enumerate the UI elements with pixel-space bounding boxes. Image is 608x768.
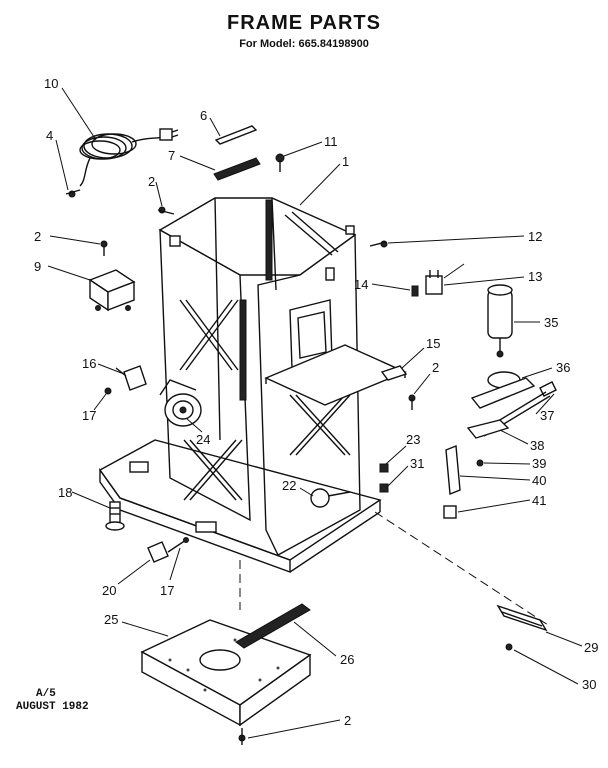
page-number: A/5 <box>36 688 56 700</box>
caster-screw <box>167 537 189 553</box>
base-pan <box>98 439 382 574</box>
callout-39: 39 <box>532 456 546 471</box>
top-strip <box>214 125 258 145</box>
mounting-bracket <box>88 269 136 312</box>
screw-bottom <box>238 728 246 745</box>
page-title: FRAME PARTS <box>227 12 381 34</box>
callout-35: 35 <box>544 315 558 330</box>
callout-14: 14 <box>354 277 368 292</box>
nut-lower <box>379 483 389 493</box>
callout-4: 4 <box>46 128 53 143</box>
drain-knob <box>310 488 351 508</box>
callout-31: 31 <box>410 456 424 471</box>
callout-9: 9 <box>34 259 41 274</box>
leader-lines <box>47 87 583 739</box>
switch-assembly <box>425 270 443 295</box>
model-subtitle: For Model: 665.84198900 <box>239 38 369 50</box>
callout-22: 22 <box>282 478 296 493</box>
screw-shelf <box>408 394 416 410</box>
cap-strip <box>213 157 261 181</box>
bottom-cover <box>140 619 312 727</box>
callout-2-shelf: 2 <box>432 360 439 375</box>
callout-13: 13 <box>528 269 542 284</box>
callout-36: 36 <box>556 360 570 375</box>
cabinet-frame <box>158 197 407 556</box>
callout-2-bottom: 2 <box>344 713 351 728</box>
power-cord <box>79 128 179 187</box>
callout-26: 26 <box>340 652 354 667</box>
pump-housing <box>470 371 536 409</box>
screw-top-left <box>157 206 175 215</box>
callout-23: 23 <box>406 432 420 447</box>
callout-7: 7 <box>168 148 175 163</box>
pump-plate <box>466 419 510 439</box>
pump-link <box>445 445 461 495</box>
switch-clip <box>411 285 419 297</box>
pump-screw <box>476 459 484 467</box>
callout-38: 38 <box>530 438 544 453</box>
callout-41: 41 <box>532 493 546 508</box>
leveling-leg <box>105 501 125 531</box>
nut-upper <box>379 463 389 473</box>
side-rail <box>496 604 548 632</box>
callout-1: 1 <box>342 154 349 169</box>
wire-clip <box>380 365 408 381</box>
callout-11: 11 <box>324 134 338 149</box>
callout-18: 18 <box>58 485 72 500</box>
callout-labels: 10 4 6 7 11 1 2 2 12 9 14 13 35 15 2 16 … <box>34 76 598 728</box>
side-switch <box>115 365 147 391</box>
screw-side-switch <box>104 387 112 395</box>
rail-screw <box>505 643 513 651</box>
mechanism-plate <box>235 603 311 649</box>
callout-25: 25 <box>104 612 118 627</box>
screw-bracket <box>100 240 108 256</box>
callout-17-side: 17 <box>82 408 96 423</box>
pump-nut <box>443 505 457 519</box>
callout-24: 24 <box>196 432 210 447</box>
callout-17-caster: 17 <box>160 583 174 598</box>
publication-date: AUGUST 1982 <box>16 701 89 713</box>
callout-6: 6 <box>200 108 207 123</box>
callout-2-top: 2 <box>148 174 155 189</box>
screw-top <box>275 153 285 172</box>
callout-15: 15 <box>426 336 440 351</box>
assembly-guide-line <box>374 511 549 626</box>
callout-16: 16 <box>82 356 96 371</box>
callout-2-bracket: 2 <box>34 229 41 244</box>
callout-37: 37 <box>540 408 554 423</box>
water-bottle <box>487 284 513 358</box>
callout-10: 10 <box>44 76 58 91</box>
callout-29: 29 <box>584 640 598 655</box>
callout-40: 40 <box>532 473 546 488</box>
caster-bracket <box>147 541 169 563</box>
callout-30: 30 <box>582 677 596 692</box>
screw-right <box>369 240 388 248</box>
callout-20: 20 <box>102 583 116 598</box>
cord-screw <box>65 189 81 198</box>
callout-12: 12 <box>528 229 542 244</box>
motor-assembly <box>159 379 202 427</box>
